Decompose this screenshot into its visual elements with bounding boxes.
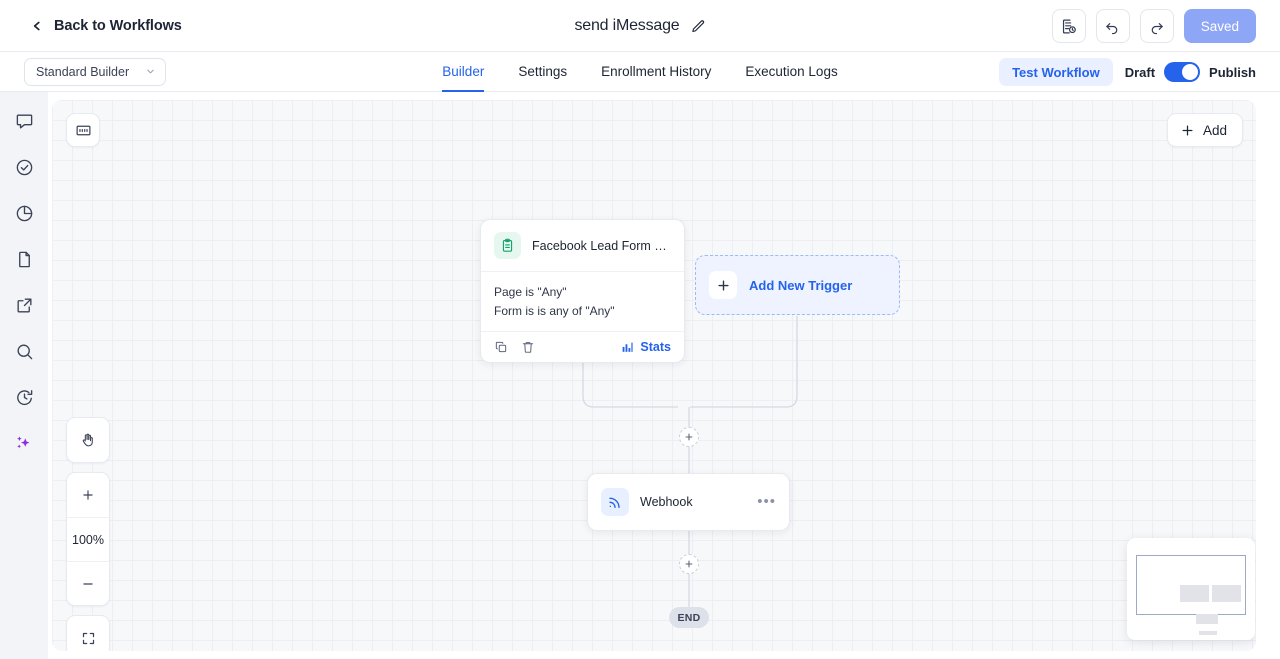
document-clock-icon [1063, 19, 1077, 33]
zoom-in-button[interactable] [67, 473, 109, 517]
search-icon [16, 343, 32, 359]
flow-connectors [582, 316, 798, 607]
workflow-tabs: Builder Settings Enrollment History Exec… [0, 52, 1280, 92]
rss-webhook-icon [601, 488, 629, 516]
sidebar-item-comments[interactable] [9, 106, 39, 136]
sidebar-item-ai[interactable] [9, 428, 39, 458]
pan-tool-box [66, 417, 110, 463]
builder-mode-value: Standard Builder [36, 64, 130, 79]
add-step-button-1[interactable] [679, 427, 699, 447]
toggle-knob [1182, 64, 1199, 80]
header-actions: Saved [1051, 0, 1256, 52]
minimap-node [1180, 585, 1209, 602]
top-header-bar: Back to Workflows send iMessage Saved [0, 0, 1280, 52]
external-link-icon [16, 297, 32, 313]
pencil-icon[interactable] [691, 19, 706, 34]
save-status-button[interactable]: Saved [1183, 9, 1256, 43]
chevron-down-icon [147, 69, 154, 74]
zoom-box: 100% [66, 472, 110, 606]
test-workflow-button[interactable]: Test Workflow [999, 58, 1113, 86]
undo-arrow-icon [1106, 22, 1118, 34]
sparkles-icon [17, 436, 30, 449]
sub-toolbar: Standard Builder Builder Settings Enroll… [0, 52, 1280, 92]
tab-builder[interactable]: Builder [442, 53, 485, 92]
zoom-level-label: 100% [67, 517, 109, 561]
end-node: END [669, 607, 709, 628]
sidebar-item-notes[interactable] [9, 244, 39, 274]
add-new-trigger-box[interactable]: Add New Trigger [695, 255, 900, 315]
action-node-card[interactable]: Webhook ••• [587, 473, 790, 531]
publish-label: Publish [1209, 64, 1256, 80]
plus-icon [1182, 125, 1193, 135]
publish-toggle[interactable] [1164, 62, 1201, 82]
back-to-workflows-label: Back to Workflows [54, 17, 182, 34]
add-button[interactable]: Add [1166, 113, 1243, 147]
add-button-label: Add [1202, 122, 1227, 138]
builder-mode-select[interactable]: Standard Builder [24, 57, 166, 86]
chevron-left-icon [33, 21, 40, 30]
minimap-viewport [1136, 555, 1246, 635]
add-new-trigger-label: Add New Trigger [749, 277, 853, 293]
check-circle-icon [16, 159, 32, 175]
stats-label: Stats [640, 340, 671, 354]
pie-chart-icon [16, 205, 32, 221]
sidebar-item-tasks[interactable] [9, 152, 39, 182]
tab-enrollment-history[interactable]: Enrollment History [601, 63, 712, 79]
undo-button[interactable] [1095, 9, 1130, 43]
chat-bubble-icon [16, 113, 32, 129]
plus-icon [685, 560, 693, 568]
sidebar-item-open-external[interactable] [9, 290, 39, 320]
left-icon-rail [0, 92, 48, 659]
trigger-node-title: Facebook Lead Form Submi... [532, 238, 671, 253]
minimap-node [1212, 585, 1241, 602]
zoom-out-button[interactable] [67, 561, 109, 605]
sidebar-item-history[interactable] [9, 382, 39, 412]
trigger-node-header: Facebook Lead Form Submi... [481, 220, 684, 271]
draft-label: Draft [1124, 64, 1156, 80]
trigger-node-card[interactable]: Facebook Lead Form Submi... Page is "Any… [480, 219, 685, 363]
bar-chart-icon [623, 342, 634, 352]
clock-history-icon [16, 389, 32, 405]
trash-icon[interactable] [521, 340, 535, 354]
trigger-condition-2: Form is is any of "Any" [494, 304, 615, 318]
minimap-node [1199, 631, 1217, 635]
tab-settings[interactable]: Settings [518, 63, 568, 79]
minimap-panel-icon [76, 125, 90, 135]
pan-tool-button[interactable] [67, 418, 109, 462]
back-to-workflows-button[interactable]: Back to Workflows [30, 18, 182, 34]
canvas-minimap[interactable] [1127, 538, 1255, 640]
plus-icon [685, 433, 693, 441]
file-icon [18, 251, 30, 267]
copy-icon[interactable] [494, 340, 508, 354]
sidebar-item-search[interactable] [9, 336, 39, 366]
sub-toolbar-actions: Test Workflow Draft Publish [999, 52, 1256, 92]
fit-box [66, 615, 110, 651]
trigger-node-conditions: Page is "Any" Form is is any of "Any" [481, 271, 684, 331]
tab-execution-logs[interactable]: Execution Logs [745, 63, 838, 79]
redo-button[interactable] [1139, 9, 1174, 43]
fit-to-screen-button[interactable] [67, 616, 109, 651]
sidebar-item-analytics[interactable] [9, 198, 39, 228]
action-node-title: Webhook [640, 495, 693, 509]
canvas-zoom-controls: 100% [66, 417, 110, 651]
workflow-canvas[interactable]: Add Facebook Lead Form Submi... Page is … [52, 100, 1256, 651]
redo-arrow-icon [1151, 22, 1163, 34]
fit-screen-icon [82, 632, 94, 644]
plus-icon [709, 271, 737, 299]
plus-icon [83, 490, 93, 500]
minimap-node [1196, 614, 1218, 624]
minimap-panel-toggle-button[interactable] [66, 113, 100, 147]
ellipsis-icon[interactable]: ••• [757, 493, 776, 510]
publish-toggle-group: Draft Publish [1125, 62, 1256, 82]
trigger-node-footer: Stats [481, 331, 684, 362]
trigger-condition-1: Page is "Any" [494, 285, 567, 299]
clipboard-icon [494, 232, 521, 259]
minus-icon [83, 582, 93, 585]
hand-icon [82, 433, 93, 447]
page-title: send iMessage [574, 17, 680, 34]
stats-link[interactable]: Stats [621, 340, 671, 354]
version-history-button[interactable] [1051, 9, 1086, 43]
add-step-button-2[interactable] [679, 554, 699, 574]
